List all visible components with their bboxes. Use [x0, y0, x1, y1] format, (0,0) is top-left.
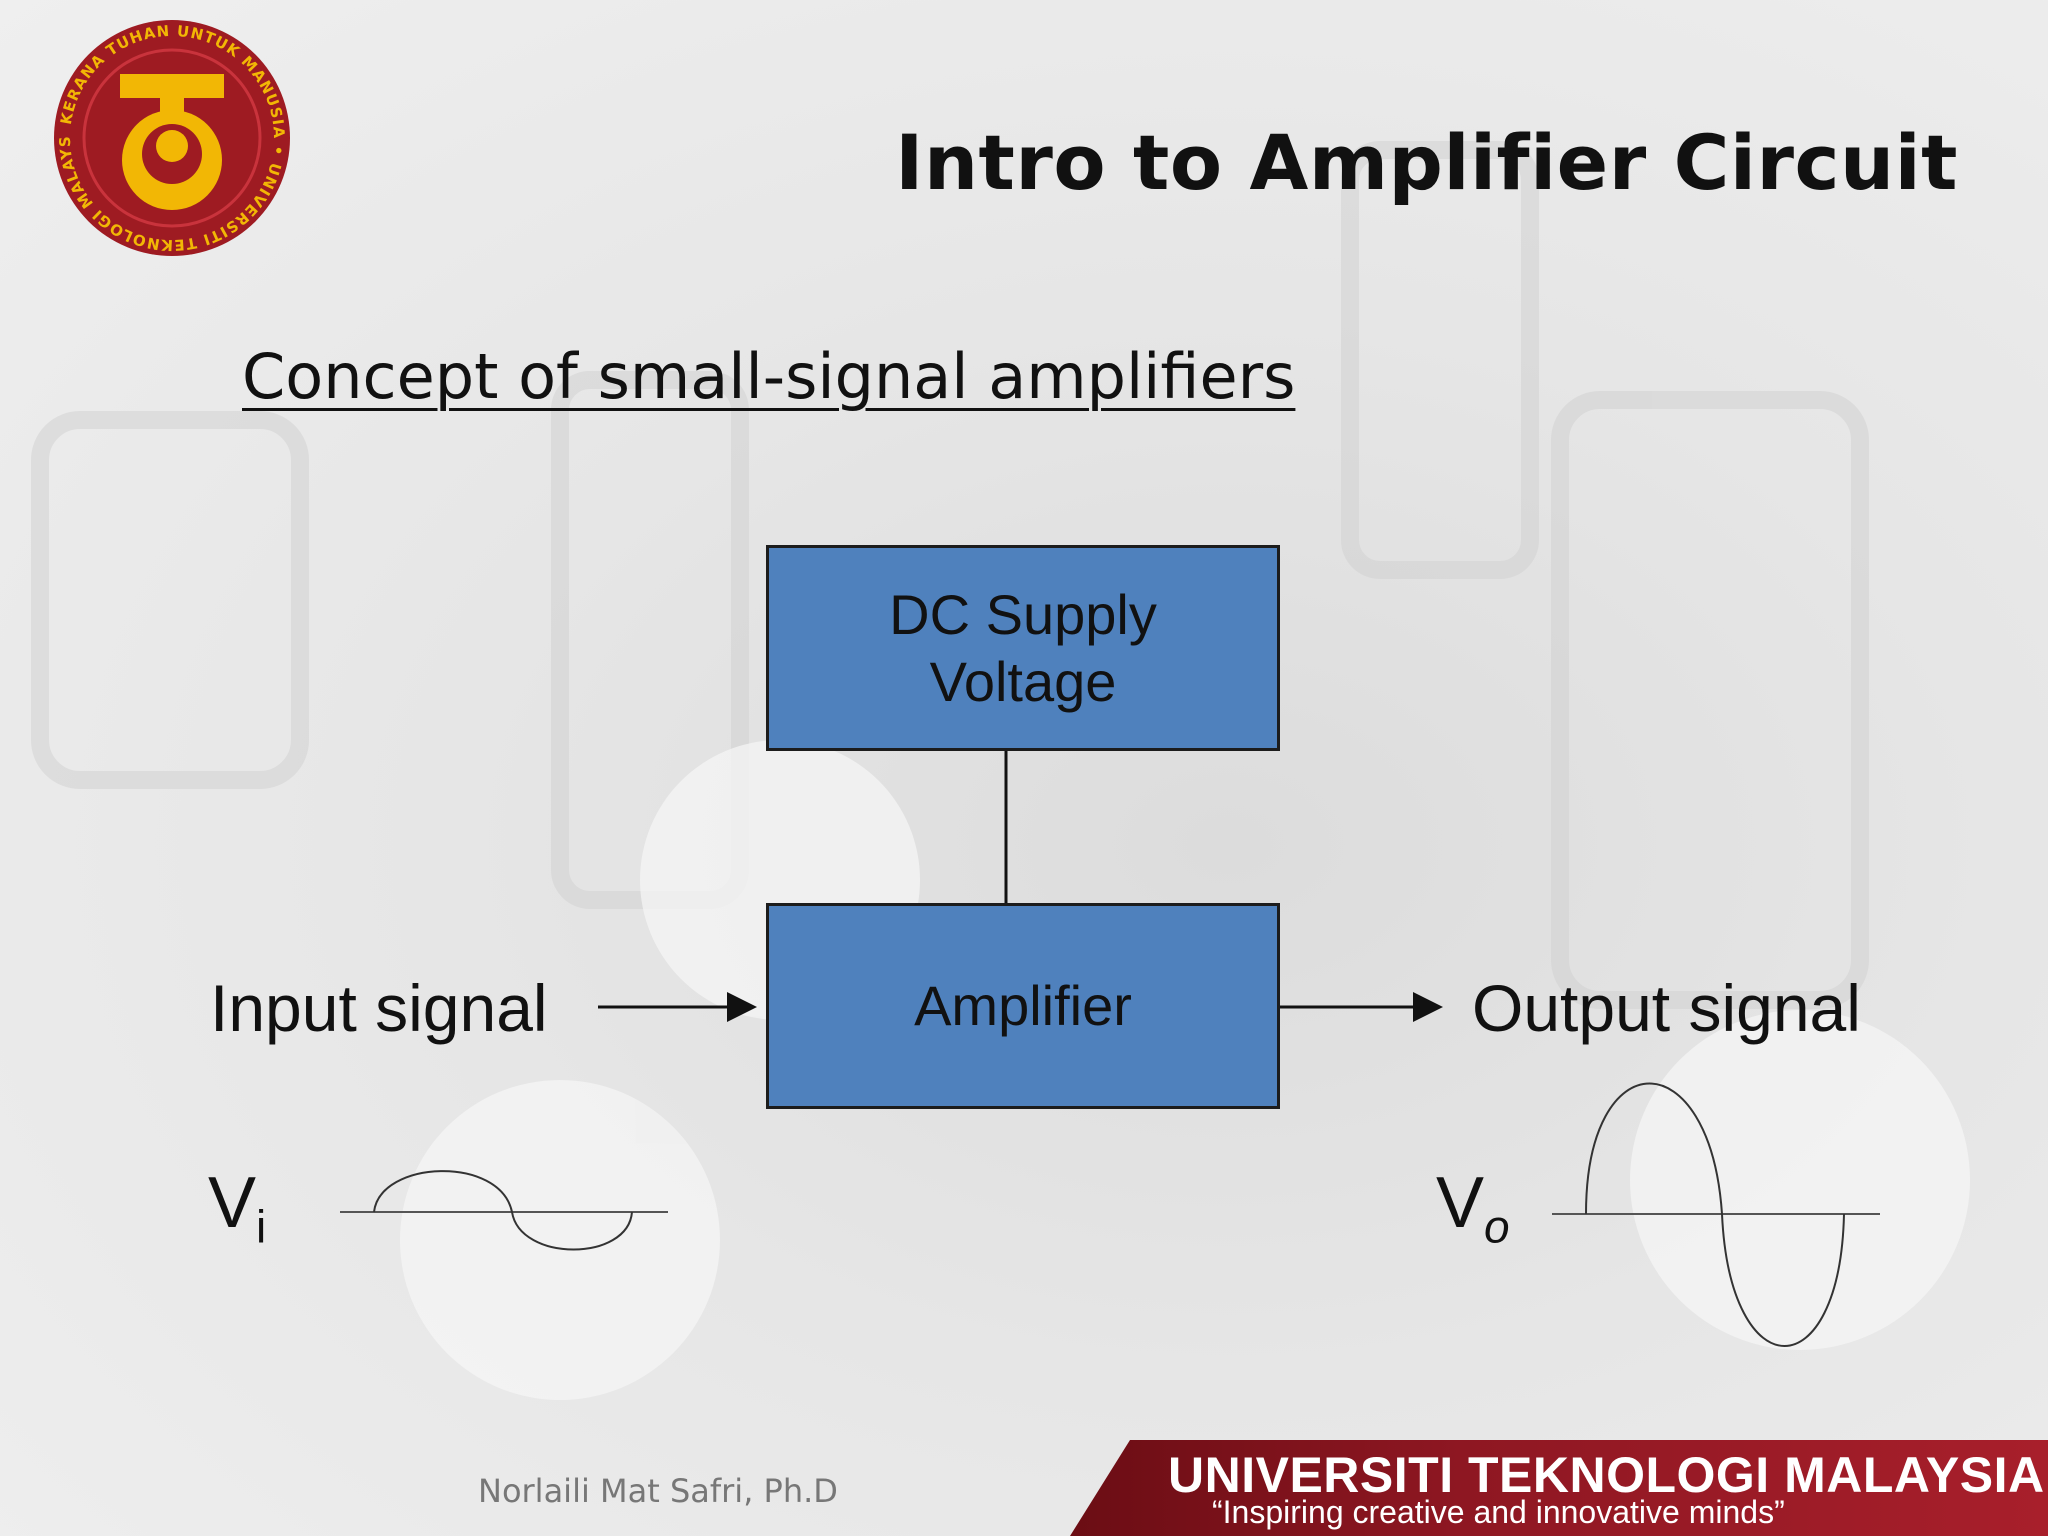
vo-symbol: Vo [1436, 1162, 1510, 1253]
vi-symbol: Vi [208, 1162, 266, 1253]
amplifier-block: Amplifier [766, 903, 1280, 1109]
dc-supply-line1: DC Supply [889, 582, 1157, 646]
output-signal-label: Output signal [1472, 971, 1861, 1045]
footer-university-name: UNIVERSITI TEKNOLOGI MALAYSIA [1168, 1447, 2045, 1503]
footer-author: Norlaili Mat Safri, Ph.D [478, 1472, 838, 1510]
footer-tagline: “Inspiring creative and innovative minds… [1212, 1494, 1785, 1530]
output-waveform [1585, 1082, 1845, 1347]
university-logo: KERANA TUHAN UNTUK MANUSIA • UNIVERSITI … [52, 18, 290, 256]
slide-title: Intro to Amplifier Circuit [895, 118, 1958, 207]
input-signal-label: Input signal [210, 971, 548, 1045]
vo-main: V [1436, 1163, 1485, 1243]
vi-sub: i [256, 1200, 267, 1253]
vo-sub: o [1484, 1200, 1510, 1253]
vi-main: V [208, 1163, 257, 1243]
footer-banner [1070, 1440, 2048, 1536]
slide-subtitle: Concept of small-signal amplifiers [242, 340, 1296, 413]
amplifier-label: Amplifier [914, 974, 1132, 1038]
dc-supply-block: DC Supply Voltage [766, 545, 1280, 751]
dc-supply-line2: Voltage [929, 650, 1117, 713]
input-waveform [373, 1170, 633, 1251]
